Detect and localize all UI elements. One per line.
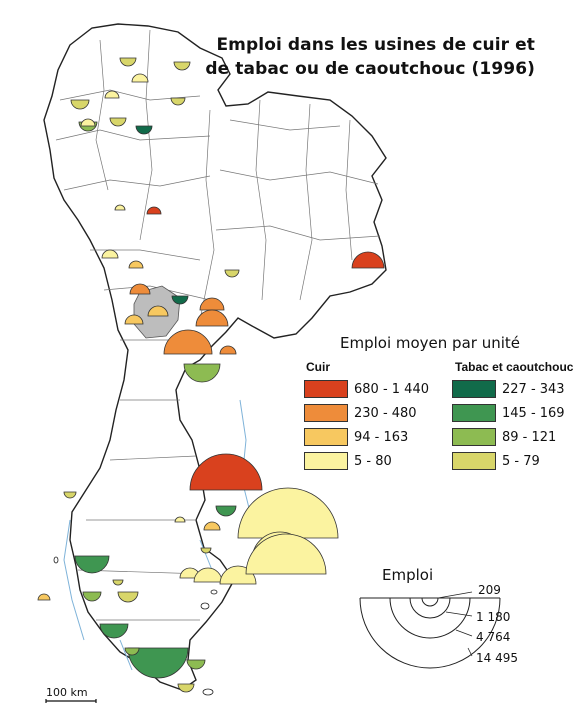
leather-symbol-16: [129, 283, 151, 295]
tobacco-rubber-symbol-47: [186, 659, 206, 670]
leather-symbol-31: [237, 487, 339, 539]
title-line-2: de tabac ou de caoutchouc (1996): [205, 59, 535, 79]
tobacco-rubber-symbol-26: [215, 505, 237, 517]
legend-tabac-class-1: 145 - 169: [452, 404, 565, 422]
leather-symbol-10: [114, 204, 126, 211]
legend-label: 89 - 121: [502, 429, 557, 445]
size-legend-arcs: [359, 591, 501, 669]
size-label-209: 209: [478, 583, 501, 597]
leather-symbol-27: [174, 516, 186, 523]
size-legend-leader-1: [445, 611, 473, 617]
tobacco-rubber-symbol-8: [135, 125, 153, 135]
legend-swatch: [452, 428, 496, 446]
size-legend-leader-2: [455, 629, 473, 637]
legend-swatch: [304, 380, 348, 398]
leather-symbol-11: [146, 206, 162, 215]
legend-cuir-class-2: 94 - 163: [304, 428, 408, 446]
legend-swatch: [452, 452, 496, 470]
legend-swatch: [304, 428, 348, 446]
legend-label: 227 - 343: [502, 381, 565, 397]
leather-symbol-22: [163, 329, 213, 355]
leather-symbol-9: [80, 118, 96, 127]
leather-symbol-18: [199, 297, 225, 311]
tobacco-rubber-symbol-48: [177, 683, 195, 693]
legend-label: 5 - 79: [502, 453, 540, 469]
legend-tabac-heading: Tabac et caoutchouc: [455, 360, 574, 374]
tobacco-rubber-symbol-41: [82, 591, 102, 602]
leather-symbol-25: [189, 453, 263, 491]
legend-cuir-class-3: 5 - 80: [304, 452, 392, 470]
leather-symbol-20: [124, 314, 144, 325]
tobacco-rubber-symbol-40: [112, 579, 124, 586]
leather-symbol-21: [195, 309, 229, 327]
tobacco-rubber-symbol-1: [173, 61, 191, 71]
leather-symbol-2: [131, 73, 149, 83]
islands: [53, 556, 218, 696]
legend-tabac-class-3: 5 - 79: [452, 452, 540, 470]
size-legend-leader-3: [467, 647, 473, 657]
legend-tabac-class-0: 227 - 343: [452, 380, 565, 398]
leather-symbol-24: [219, 345, 237, 355]
size-legend-leader-0: [437, 591, 473, 599]
tobacco-rubber-symbol-43: [117, 591, 139, 603]
tobacco-rubber-symbol-5: [170, 97, 186, 106]
tobacco-rubber-symbol-46: [124, 647, 140, 656]
tobacco-rubber-symbol-44: [99, 623, 129, 639]
legend-swatch: [304, 404, 348, 422]
legend-label: 230 - 480: [354, 405, 417, 421]
leather-symbol-15: [351, 251, 385, 269]
leather-symbol-13: [128, 260, 144, 269]
leather-symbol-30: [203, 521, 221, 531]
tobacco-rubber-symbol-7: [109, 117, 127, 127]
size-label-1180: 1 180: [476, 610, 511, 624]
leather-symbol-19: [147, 305, 169, 317]
tobacco-rubber-symbol-0: [119, 57, 137, 67]
scale-bar: [45, 699, 97, 703]
size-label-14495: 14 495: [476, 651, 518, 665]
legend-label: 5 - 80: [354, 453, 392, 469]
legend-swatch: [452, 380, 496, 398]
leather-symbol-37: [245, 533, 327, 575]
legend-tabac-class-2: 89 - 121: [452, 428, 556, 446]
size-legend-arc-1: [409, 597, 451, 619]
tobacco-rubber-symbol-39: [74, 555, 110, 574]
tobacco-rubber-symbol-14: [224, 269, 240, 278]
leather-symbol-42: [37, 593, 51, 601]
tobacco-rubber-symbol-38: [63, 491, 77, 499]
size-legend-title: Emploi: [382, 566, 434, 584]
legend-label: 680 - 1 440: [354, 381, 429, 397]
symbols: [37, 57, 385, 693]
title-line-1: Emploi dans les usines de cuir et: [216, 35, 535, 55]
tobacco-rubber-symbol-32: [200, 547, 212, 554]
tobacco-rubber-symbol-45: [127, 647, 189, 679]
legend-label: 94 - 163: [354, 429, 409, 445]
legend-title: Emploi moyen par unité: [340, 334, 520, 352]
legend-cuir-class-1: 230 - 480: [304, 404, 417, 422]
tobacco-rubber-symbol-3: [70, 99, 90, 110]
leather-symbol-12: [101, 249, 119, 259]
size-label-4764: 4 764: [476, 630, 511, 644]
legend-label: 145 - 169: [502, 405, 565, 421]
leather-symbol-4: [104, 90, 120, 99]
scale-bar-label: 100 km: [46, 686, 88, 699]
size-legend-arc-0: [421, 597, 439, 607]
legend-swatch: [452, 404, 496, 422]
size-legend-arc-3: [359, 597, 501, 669]
legend-swatch: [304, 452, 348, 470]
tobacco-rubber-symbol-17: [171, 295, 189, 305]
legend-cuir-heading: Cuir: [306, 360, 330, 374]
tobacco-rubber-symbol-23: [183, 363, 221, 383]
legend-cuir-class-0: 680 - 1 440: [304, 380, 429, 398]
